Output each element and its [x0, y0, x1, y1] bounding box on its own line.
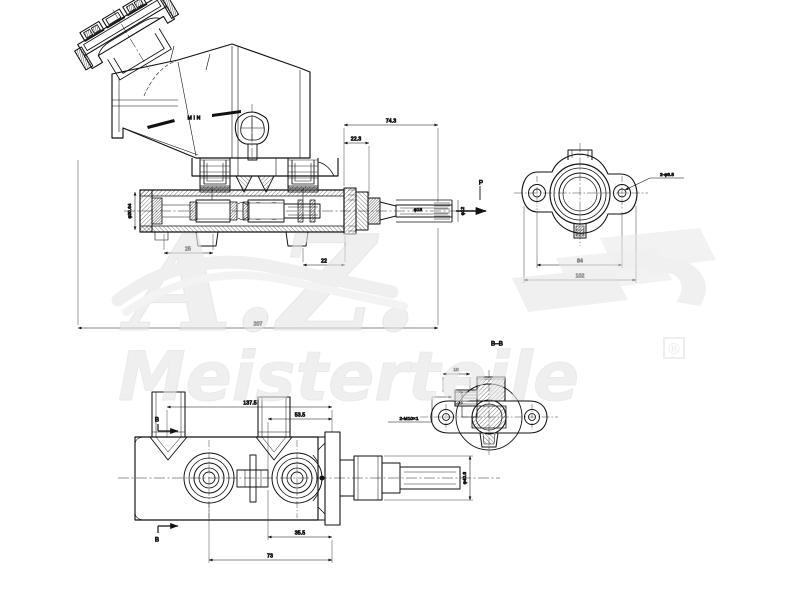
mounting-flange-plate	[312, 431, 341, 526]
dim-phi-12: φ12	[460, 206, 465, 215]
reservoir-float-connector	[234, 104, 270, 162]
reservoir-tank	[111, 43, 311, 159]
bottom-plan-view: B B 137.5 53.5 35.5	[118, 391, 500, 563]
dim-22-3: 22.3	[351, 136, 362, 142]
dim-flange-to-port: 73	[208, 503, 333, 563]
dim-137-5: 137.5	[243, 400, 256, 406]
mounting-flange-and-pushrod	[343, 187, 453, 235]
min-label: M I N	[188, 115, 201, 121]
dim-rod-tip-diameter: φ12	[457, 200, 466, 222]
reservoir-cap-assembly	[74, 0, 180, 81]
dim-84: 84	[577, 258, 583, 264]
center-rib	[236, 454, 269, 503]
dim-bolt-pitch: 84	[536, 212, 623, 268]
dim-74-3: 74.3	[386, 118, 397, 124]
section-label-b-bottom: B	[155, 537, 159, 544]
min-level-marking	[147, 110, 241, 129]
main-sectional-view: M I N	[74, 0, 487, 330]
dim-port-right: 22	[302, 236, 346, 267]
rear-rod-assembly	[339, 455, 461, 501]
dim-rod-dia: φ40.8	[384, 455, 473, 501]
dim-207: 207	[254, 321, 263, 327]
cylinder-upper-housing	[191, 158, 339, 193]
dim-phi-20-64: φ20.64	[127, 203, 132, 218]
dim-phi-40-8: φ40.8	[462, 471, 467, 484]
dim-2-m10x1: 2-M10×1	[400, 416, 419, 421]
front-flange-view: 2-φ8.5 84 102	[514, 143, 684, 283]
dim-22: 22	[321, 258, 327, 264]
dim-port-spacing: 35.5	[267, 490, 333, 540]
dim-boss-width: 10	[442, 367, 471, 392]
dim-10: 10	[453, 367, 459, 372]
leader-thread-spec: 2-M10×1	[388, 395, 453, 423]
dim-port-offset: 53.5	[267, 412, 333, 470]
dim-rod-step-length: 22.3	[343, 136, 370, 196]
cylinder-barrel-section	[124, 188, 470, 247]
section-mark-b-bottom: B	[154, 523, 179, 544]
pressure-direction-arrow	[456, 186, 487, 215]
dim-25: 25	[185, 246, 191, 252]
dim-102: 102	[576, 273, 585, 279]
dim-rod-diameter: φ16	[414, 207, 423, 212]
section-bb-label: B–B	[491, 341, 503, 348]
dim-53-5: 53.5	[295, 412, 306, 418]
section-mark-b-top: B	[154, 416, 179, 434]
dim-73: 73	[267, 553, 273, 559]
dim-bore-diameter: φ20.64	[127, 191, 137, 231]
section-b-b-view: 10 2-M10×1	[388, 367, 558, 455]
dim-overall-length: 207	[77, 160, 439, 330]
reservoir-boss-right	[255, 396, 293, 461]
outlet-port-right	[271, 440, 323, 518]
reservoir-boss-left	[149, 391, 188, 461]
pressure-label: P	[479, 180, 483, 187]
section-label-b-top: B	[155, 417, 159, 424]
dim-35-5: 35.5	[295, 530, 306, 536]
dim-body-length: 137.5	[166, 400, 333, 437]
dim-rod-end-length: 74.3	[343, 118, 439, 202]
leader-bolt-hole-spec: 2-φ8.5	[624, 172, 684, 191]
dim-2-phi-8-5: 2-φ8.5	[660, 172, 674, 177]
dim-port-left: 25	[163, 234, 214, 255]
